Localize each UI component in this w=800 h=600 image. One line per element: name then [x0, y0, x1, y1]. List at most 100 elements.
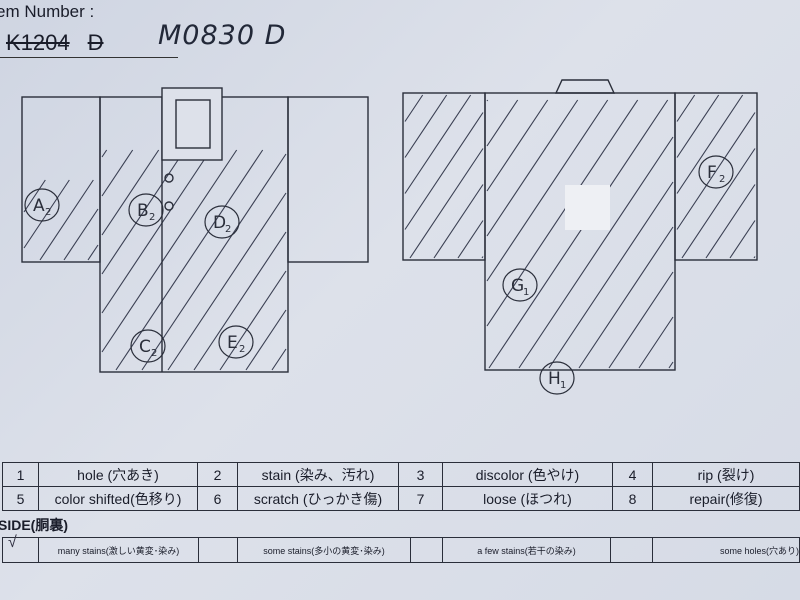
button [164, 173, 174, 183]
legend-label: scratch (ひっかき傷) [237, 486, 399, 511]
legend-label: rip (裂け) [652, 462, 800, 487]
hatch-line [101, 149, 160, 236]
legend-label: hole (穴あき) [38, 462, 198, 487]
mark-circle [698, 155, 734, 189]
hatch-line [433, 184, 484, 259]
mark-circle [130, 329, 166, 363]
legend-number: 8 [612, 486, 653, 511]
mark-subscript: 2 [719, 174, 725, 185]
collar-outer [161, 87, 223, 161]
mark-circle [128, 193, 164, 227]
legend-number: 3 [398, 462, 443, 487]
underline [0, 57, 178, 58]
hatch-line [457, 220, 484, 259]
hatch-line [101, 149, 108, 158]
check-mark: √ [8, 534, 17, 551]
damage-mark-g: G1 [502, 268, 538, 302]
mark-letter: A [33, 196, 45, 216]
hatch-line [518, 136, 674, 369]
side-row: many stains(激しい黄変･染み)some stains(多小の黄変･染… [2, 537, 800, 563]
legend-number: 2 [197, 462, 238, 487]
side-section-title: SIDE(胴裏) [0, 517, 68, 533]
new-item-number-handwritten: M0830 D [158, 20, 287, 51]
hatch-line [676, 94, 696, 122]
hatch-line [676, 94, 744, 194]
side-option-label: a few stains(若干の染み) [442, 537, 611, 563]
hatch-line [638, 316, 674, 369]
mark-subscript: 1 [523, 287, 529, 298]
mark-subscript: 2 [149, 212, 155, 223]
back-collar [554, 79, 616, 94]
side-checkbox[interactable] [2, 537, 39, 563]
hatch-line [63, 208, 99, 261]
hatch-line [404, 94, 448, 158]
back-right-sleeve [674, 92, 758, 261]
mark-letter: D [213, 213, 226, 233]
side-condition-table: many stains(激しい黄変･染み)some stains(多小の黄変･染… [2, 537, 800, 563]
hatch-line [193, 231, 287, 371]
legend-label: loose (ほつれ) [442, 486, 613, 511]
legend-number: 1 [2, 462, 39, 487]
mark-subscript: 2 [225, 224, 231, 235]
hatch-line [668, 361, 674, 369]
hatch-line [548, 181, 674, 369]
mark-subscript: 2 [45, 207, 51, 218]
mark-letter: H [548, 369, 561, 389]
side-checkbox[interactable] [610, 537, 653, 563]
hatch-line [409, 148, 484, 259]
side-option-label: some stains(多小の黄変･染み) [237, 537, 411, 563]
mark-circle [502, 268, 538, 302]
hatch-line [486, 99, 489, 102]
legend-label: repair(修復) [652, 486, 800, 511]
hatch-line [676, 112, 756, 230]
hatch-line [753, 256, 756, 259]
side-checkbox[interactable] [198, 537, 238, 563]
hatch-line [245, 309, 287, 371]
hatch-line [676, 94, 720, 158]
legend-number: 6 [197, 486, 238, 511]
mark-letter: F [707, 163, 717, 183]
mark-letter: G [511, 276, 524, 296]
legend-number: 7 [398, 486, 443, 511]
hatch-line [39, 179, 94, 261]
front-right-sleeve [287, 96, 369, 263]
hatch-line [486, 99, 609, 282]
hatch-line [23, 179, 70, 249]
label-patch [565, 185, 610, 230]
side-checkbox[interactable] [410, 537, 443, 563]
mark-letter: B [137, 201, 149, 221]
legend-label: discolor (色やけ) [442, 462, 613, 487]
back-left-sleeve [402, 92, 486, 261]
front-left-sleeve [21, 96, 101, 263]
legend-label: color shifted(色移り) [38, 486, 198, 511]
hatch-line [101, 149, 212, 314]
hatch-line [729, 220, 756, 259]
hatch-line [488, 99, 669, 369]
mark-circle [539, 361, 575, 395]
hatch-line [167, 192, 287, 371]
damage-mark-d: D2 [204, 205, 240, 239]
hatch-line [141, 153, 287, 371]
mark-subscript: 2 [239, 344, 245, 355]
legend-number: 5 [2, 486, 39, 511]
mark-subscript: 1 [560, 380, 566, 391]
hatch-line [87, 244, 99, 261]
side-option-label: some holes(穴あり) [652, 537, 800, 563]
collar-inner [175, 99, 211, 149]
hatch-line [404, 112, 484, 230]
mark-letter: C [139, 337, 151, 357]
mark-subscript: 2 [151, 348, 157, 359]
damage-hatching [23, 94, 756, 371]
hatch-line [101, 149, 186, 275]
hatch-line [486, 99, 549, 192]
hatch-line [271, 348, 287, 371]
hatch-line [705, 184, 756, 259]
